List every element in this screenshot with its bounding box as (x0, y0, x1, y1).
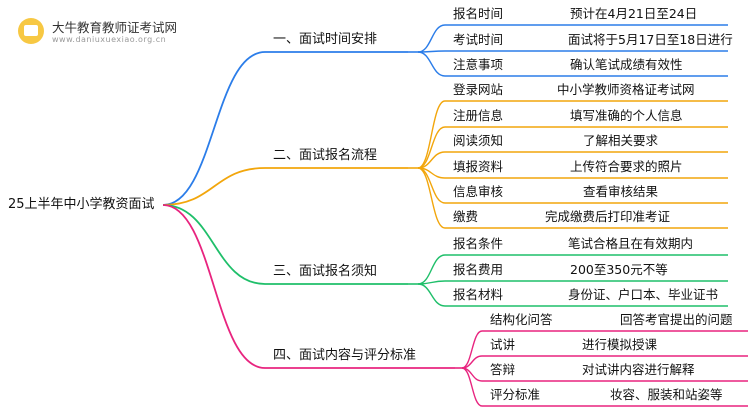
root-connector (162, 204, 266, 369)
leaf-value: 对试讲内容进行解释 (582, 362, 695, 377)
leaf-connector (417, 126, 446, 169)
leaf-value: 200至350元不等 (570, 262, 668, 277)
leaf-value: 中小学教师资格证考试网 (557, 82, 695, 97)
branch-2-label: 二、面试报名流程 (273, 148, 378, 163)
leaf-connector (417, 24, 446, 53)
leaf-value: 预计在4月21日至24日 (570, 6, 698, 21)
root-connector (162, 167, 266, 206)
leaf-connector (417, 100, 446, 169)
leaf-key: 报名时间 (453, 6, 504, 21)
leaf-key: 填报资料 (453, 159, 504, 174)
leaf-connector (417, 254, 446, 285)
leaf-key: 缴费 (453, 209, 479, 224)
leaf-value: 妆容、服装和站姿等 (610, 387, 723, 402)
leaf-connector (461, 367, 483, 407)
leaf-key: 信息审核 (453, 184, 504, 199)
root-connector (162, 204, 266, 285)
leaf-value: 上传符合要求的照片 (570, 159, 683, 174)
leaf-connector (417, 167, 446, 229)
leaf-key: 注册信息 (453, 108, 504, 123)
leaf-key: 阅读须知 (453, 133, 504, 148)
leaf-value: 查看审核结果 (583, 184, 659, 199)
leaf-key: 考试时间 (453, 32, 504, 47)
branch-4-label: 四、面试内容与评分标准 (273, 348, 417, 363)
leaf-key: 答辩 (490, 362, 516, 377)
leaf-value: 笔试合格且在有效期内 (568, 236, 694, 251)
leaf-key: 报名费用 (453, 262, 504, 277)
leaf-value: 了解相关要求 (583, 133, 659, 148)
leaf-key: 试讲 (490, 337, 516, 352)
leaf-value: 填写准确的个人信息 (570, 108, 683, 123)
leaf-key: 报名材料 (453, 287, 504, 302)
branch-1-label: 一、面试时间安排 (273, 32, 378, 47)
leaf-key: 评分标准 (490, 387, 541, 402)
leaf-key: 登录网站 (453, 82, 504, 97)
leaf-connector (417, 283, 446, 307)
brand-url: www.daniuxuexiao.org.cn (52, 35, 167, 44)
leaf-value: 完成缴费后打印准考证 (545, 209, 671, 224)
branch-3-label: 三、面试报名须知 (273, 264, 378, 279)
root-connector (162, 51, 266, 206)
leaf-key: 报名条件 (453, 236, 504, 251)
book-icon (18, 18, 44, 44)
brand-logo: 大牛教育教师证考试网 www.daniuxuexiao.org.cn (12, 14, 242, 54)
leaf-value: 面试将于5月17日至18日进行 (568, 32, 733, 47)
brand-name: 大牛教育教师证考试网 (52, 20, 178, 35)
leaf-value: 确认笔试成绩有效性 (570, 57, 683, 72)
leaf-connector (461, 330, 483, 369)
leaf-key: 注意事项 (453, 57, 504, 72)
leaf-value: 回答考官提出的问题 (620, 312, 733, 327)
leaf-connector (417, 51, 446, 77)
root-topic: 25上半年中小学教资面试 (8, 197, 155, 212)
leaf-value: 身份证、户口本、毕业证书 (568, 287, 719, 302)
leaf-key: 结构化问答 (490, 312, 553, 327)
leaf-value: 进行模拟授课 (582, 337, 658, 352)
